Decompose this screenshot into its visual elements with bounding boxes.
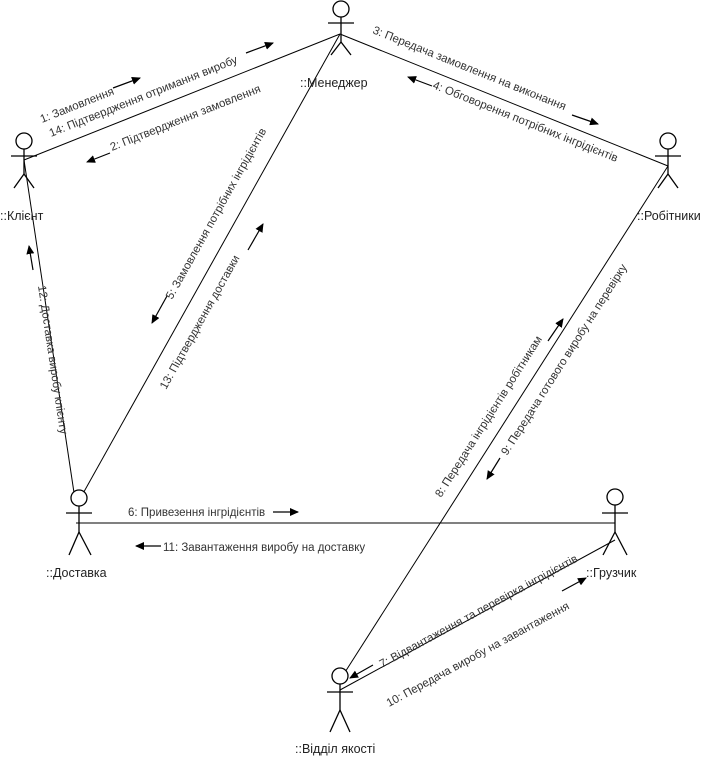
actor-client-label: ::Клієнт <box>0 209 44 223</box>
link-workers-quality <box>339 165 669 681</box>
actor-quality-label: ::Відділ якості <box>295 742 375 756</box>
actor-client: ::Клієнт <box>0 132 44 223</box>
actor-workers: ::Робітники <box>637 132 701 223</box>
link-loader-quality <box>339 539 616 691</box>
actor-manager: ::Менеджер <box>300 0 368 90</box>
actor-delivery-label: ::Доставка <box>46 566 107 580</box>
actor-delivery: ::Доставка <box>46 489 107 580</box>
arrow-5 <box>151 295 168 324</box>
arrow-3 <box>571 114 599 126</box>
link-manager-delivery <box>75 33 341 507</box>
message-6: 6: Привезення інгрідієнтів <box>128 507 265 519</box>
link-client-delivery <box>23 159 77 507</box>
actor-manager-label: ::Менеджер <box>300 76 368 90</box>
message-13: 13: Підтвердження доставки <box>158 253 242 391</box>
actor-quality: ::Відділ якості <box>295 667 375 756</box>
arrow-10 <box>561 577 587 592</box>
message-14: 14: Підтвердження отримання виробу <box>48 54 240 140</box>
actor-loader: ::Грузчик <box>586 488 637 580</box>
arrow-13 <box>247 223 264 251</box>
arrow-4 <box>407 76 433 87</box>
message-5: 5: Замовлення потрібних інгрідієнтів <box>164 126 269 301</box>
arrow-2 <box>86 152 111 163</box>
link-client-manager <box>23 33 341 161</box>
actor-workers-label: ::Робітники <box>637 209 701 223</box>
arrow-9 <box>486 457 501 480</box>
actor-loader-label: ::Грузчик <box>586 566 637 580</box>
arrow-7 <box>349 664 374 679</box>
message-12: 12: Доставка виробу клієнту <box>35 285 69 436</box>
arrow-12 <box>26 245 35 271</box>
arrow-14 <box>245 42 274 54</box>
message-2: 2: Підтвердження замовлення <box>109 83 263 154</box>
arrow-8 <box>547 318 564 342</box>
link-manager-workers <box>339 33 669 167</box>
arrow-1 <box>112 77 141 89</box>
message-11: 11: Завантаження виробу на доставку <box>163 542 365 554</box>
association-lines <box>23 33 669 691</box>
